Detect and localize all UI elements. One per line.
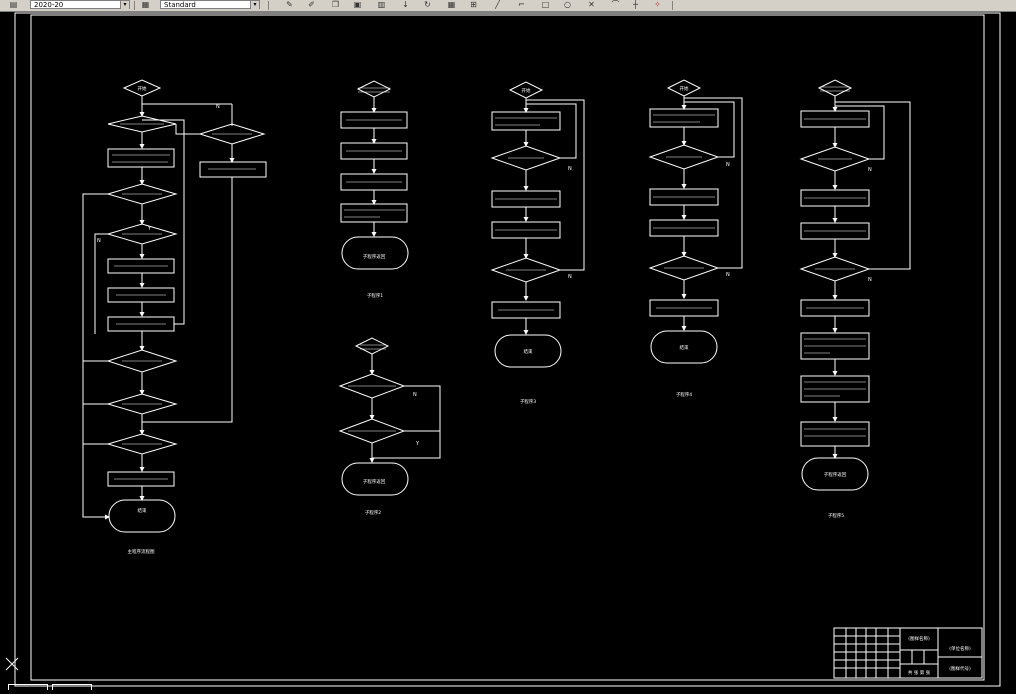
flowchart-main [82,79,267,533]
zoom-icon[interactable]: ⊞ [470,0,477,9]
table-icon[interactable]: ▦ [447,0,456,9]
flow4-no-marker-2: N [568,274,572,280]
flow5-no-marker: N [726,162,730,168]
toolbar-separator [672,1,673,10]
paste-icon[interactable]: ▣ [353,0,362,9]
copy-icon[interactable]: ❐ [331,0,340,9]
title-school: (单位名称) [949,645,971,652]
layer-icon[interactable]: ▤ [9,0,18,9]
layer-combo[interactable]: 2020-20 ▾ [30,0,130,9]
toolbar: ▤ 2020-20 ▾ ▦ Standard ▾ ✎ ✐ ❐ ▣ ▥ ↓ ↻ ▦… [0,0,1016,12]
flow5-caption: 子程序4 [676,391,692,398]
flow2-caption: 子程序1 [367,292,383,299]
line-icon[interactable]: ╱ [495,0,500,9]
flow5-start-label: 开始 [680,85,689,92]
flowchart-sub3 [490,81,585,368]
flow3-end-label: 子程序返回 [363,478,386,485]
cross-icon[interactable]: ✕ [588,0,595,9]
flow3-caption: 子程序2 [365,509,381,516]
decision-markers: N Y N N Y N N N N N N [97,104,872,447]
flow3-no-marker: N [413,392,417,398]
flow1-yes-marker: Y [147,226,152,232]
outer-border [14,12,1001,687]
layout-tabs [0,684,1016,690]
title-block [833,627,983,679]
flow2-end-label: 子程序返回 [363,253,386,260]
flowchart-sub1 [340,80,409,270]
toolbar-separator [134,1,135,10]
tab-layout1[interactable] [52,684,92,690]
ucs-icon [5,657,19,671]
pencil-icon[interactable]: ✎ [286,0,293,9]
flow5-no-marker-2: N [726,272,730,278]
flowchart-sub5 [799,79,911,491]
hatch-icon[interactable]: ✧ [654,0,661,9]
brush-icon[interactable]: ✐ [308,0,315,9]
flow1-no-marker: N [216,104,220,110]
toolbar-separator [268,1,269,10]
flow4-start-label: 开始 [522,87,531,94]
flow1-no-marker-2: N [97,238,101,244]
flow4-end-label: 结束 [524,348,533,355]
tab-model[interactable] [8,684,48,690]
flow6-no-marker: N [868,167,872,173]
style-icon[interactable]: ▦ [141,0,150,9]
arrow-down-icon[interactable]: ↓ [402,0,409,9]
title-drawing-no: (图样代号) [949,665,971,672]
flow6-end-label: 子程序返回 [824,471,847,478]
flow1-start-label: 开始 [138,85,147,92]
style-combo-value: Standard [164,1,196,9]
flowchart-sub4 [648,79,743,364]
flow1-end-label: 结束 [138,507,147,514]
flow6-no-marker-2: N [868,277,872,283]
flow4-no-marker: N [568,166,572,172]
chevron-down-icon: ▾ [120,1,129,9]
drawing-canvas[interactable]: 开始 结束 主程序流程图 子程序返回 子程序1 子程序返回 子程序2 开始 结束… [0,12,1016,690]
flowchart-sub2 [338,337,441,496]
grid-icon[interactable]: ▥ [377,0,386,9]
title-drawing-name: (图样名称) [908,635,930,642]
chevron-down-icon: ▾ [250,1,259,9]
cad-drawing: 开始 结束 主程序流程图 子程序返回 子程序1 子程序返回 子程序2 开始 结束… [5,12,1001,687]
pin-icon[interactable]: ┼ [633,0,638,9]
inner-border [30,14,985,681]
flow5-end-label: 结束 [680,344,689,351]
title-sheet-label: 共 张 第 张 [908,669,931,676]
flow6-caption: 子程序5 [828,512,844,519]
arc-icon[interactable]: ⌒ [611,0,620,9]
box-text-marks [112,86,866,480]
flow1-caption: 主程序流程图 [128,548,155,555]
style-combo[interactable]: Standard ▾ [160,0,260,9]
flow3-yes-marker: Y [415,441,420,447]
rectangle-icon[interactable]: □ [541,0,550,9]
circle-icon[interactable]: ○ [564,0,571,9]
refresh-icon[interactable]: ↻ [424,0,431,9]
flow4-caption: 子程序3 [520,398,536,405]
layer-combo-value: 2020-20 [34,1,64,9]
polyline-icon[interactable]: ⌐ [518,0,525,9]
